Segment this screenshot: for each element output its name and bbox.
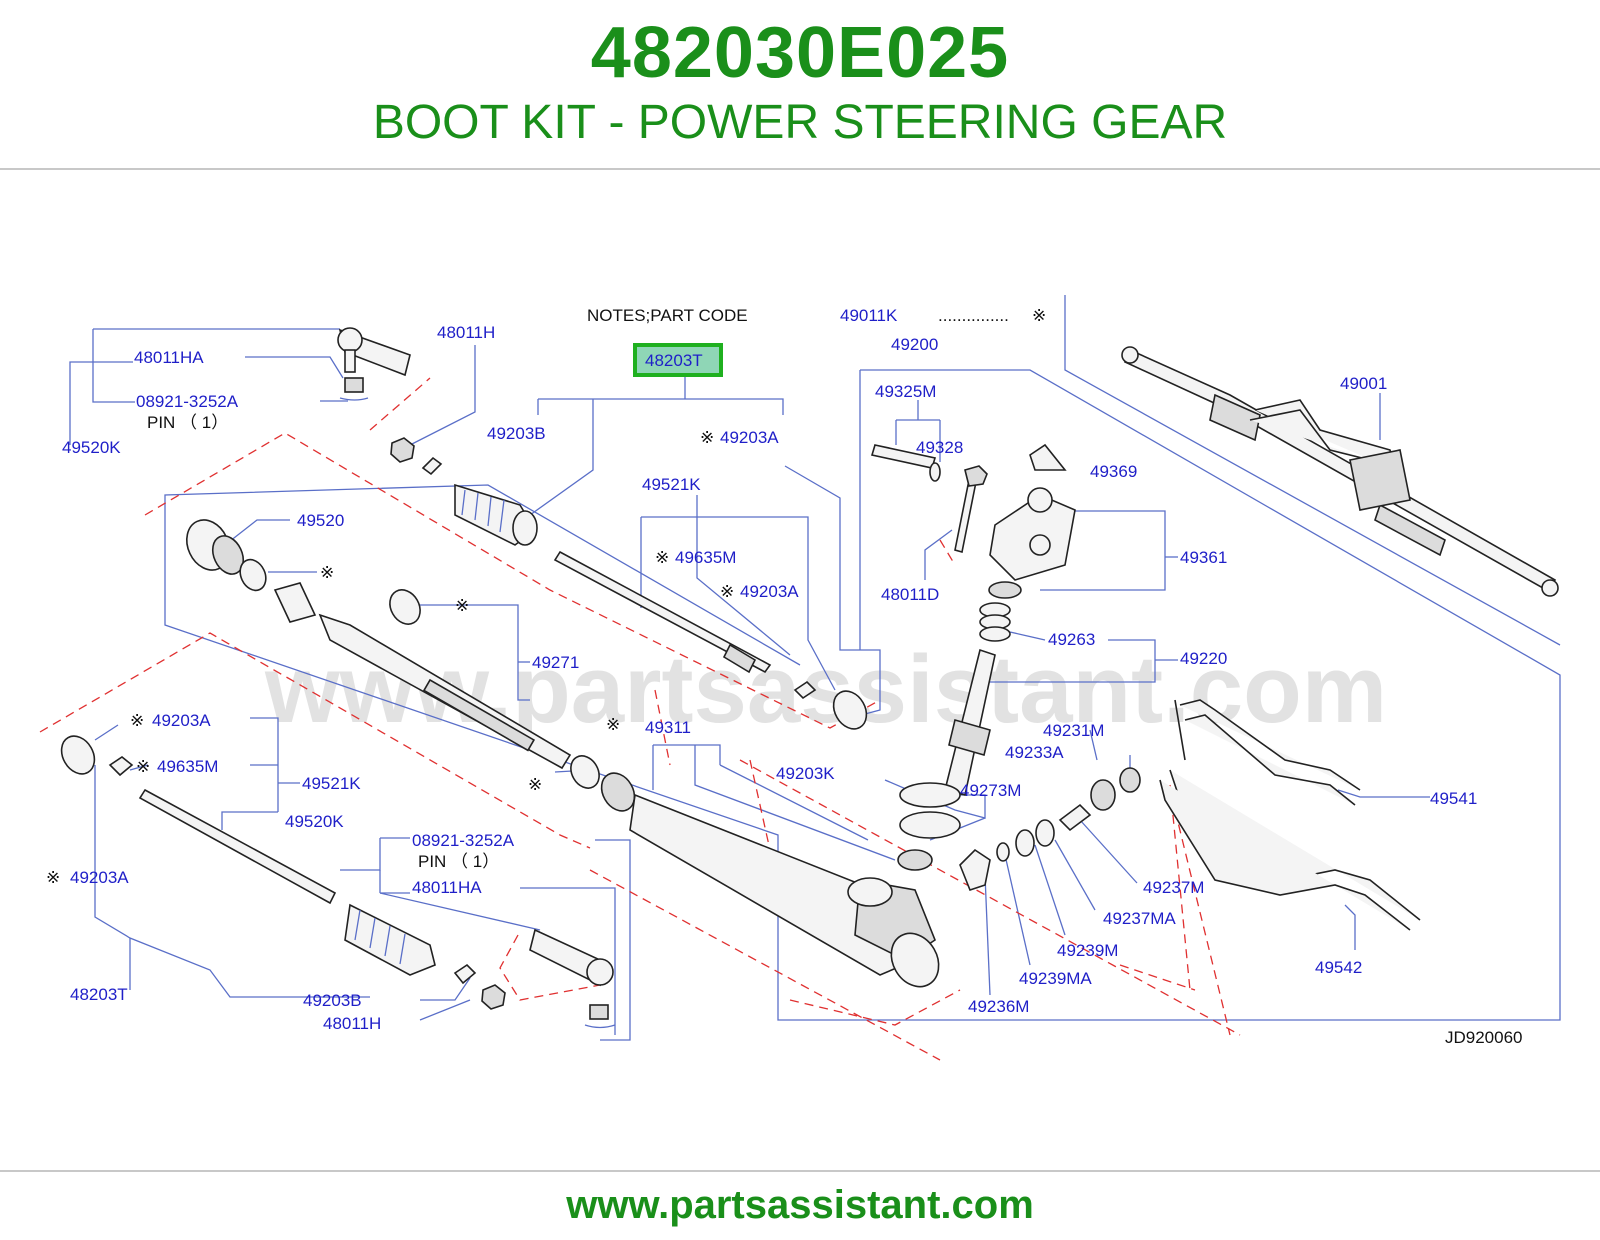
part-title: BOOT KIT - POWER STEERING GEAR — [372, 96, 1228, 149]
label-49203A[interactable]: 49203A — [152, 711, 211, 730]
label-49203A[interactable]: 49203A — [70, 868, 129, 887]
label-48011H[interactable]: 48011H — [323, 1014, 381, 1033]
label-49541[interactable]: 49541 — [1430, 789, 1477, 808]
page-header: 482030E025 BOOT KIT - POWER STEERING GEA… — [0, 0, 1600, 168]
label-49203A[interactable]: 49203A — [740, 582, 799, 601]
part-drawings — [60, 327, 1559, 1029]
label-48011H[interactable]: 48011H — [437, 323, 495, 342]
label-49239M[interactable]: 49239M — [1057, 941, 1118, 960]
label-49361[interactable]: 49361 — [1180, 548, 1227, 567]
label-49203B[interactable]: 49203B — [303, 991, 362, 1010]
label-49521K[interactable]: 49521K — [302, 774, 361, 793]
label-49520[interactable]: 49520 — [297, 511, 344, 530]
label-49542[interactable]: 49542 — [1315, 958, 1362, 977]
label-49237MA[interactable]: 49237MA — [1103, 909, 1176, 928]
label-49231M[interactable]: 49231M — [1043, 721, 1104, 740]
label-49237M[interactable]: 49237M — [1143, 878, 1204, 897]
label-49635M[interactable]: 49635M — [675, 548, 736, 567]
label-49521K[interactable]: 49521K — [642, 475, 701, 494]
label-08921-3252A[interactable]: 08921-3252A — [136, 392, 239, 411]
label-49273M[interactable]: 49273M — [960, 781, 1021, 800]
pin-note: PIN （ 1） — [147, 413, 228, 432]
label-49001[interactable]: 49001 — [1340, 374, 1387, 393]
part-labels: NOTES;PART CODE 49011K ............... ※… — [46, 306, 1523, 1047]
ref-mark: ※ — [136, 757, 150, 776]
label-49311[interactable]: 49311 — [645, 718, 691, 737]
label-48203T-highlight[interactable]: 48203T — [645, 351, 703, 370]
label-49328[interactable]: 49328 — [916, 438, 963, 457]
notes-code: 49011K — [840, 306, 898, 325]
label-49203K[interactable]: 49203K — [776, 764, 835, 783]
ref-mark: ※ — [46, 868, 60, 887]
label-49369[interactable]: 49369 — [1090, 462, 1137, 481]
label-49263[interactable]: 49263 — [1048, 630, 1095, 649]
label-49520K[interactable]: 49520K — [62, 438, 121, 457]
notes-dots: ............... — [938, 306, 1009, 325]
ref-mark: ※ — [320, 563, 334, 582]
header-divider — [0, 168, 1600, 170]
notes-mark: ※ — [1032, 306, 1046, 325]
label-49203A[interactable]: 49203A — [720, 428, 779, 447]
label-49520K[interactable]: 49520K — [285, 812, 344, 831]
label-49220[interactable]: 49220 — [1180, 649, 1227, 668]
ref-mark: ※ — [720, 582, 734, 601]
ref-mark: ※ — [655, 548, 669, 567]
label-49239MA[interactable]: 49239MA — [1019, 969, 1092, 988]
label-49203B[interactable]: 49203B — [487, 424, 546, 443]
label-49233A[interactable]: 49233A — [1005, 743, 1064, 762]
figure-code: JD920060 — [1445, 1028, 1523, 1047]
leader-lines — [69, 295, 1561, 1041]
pin-note: PIN （ 1） — [418, 852, 499, 871]
label-48011D[interactable]: 48011D — [881, 585, 939, 604]
label-48011HA[interactable]: 48011HA — [412, 878, 482, 897]
label-49200[interactable]: 49200 — [891, 335, 938, 354]
label-48203T[interactable]: 48203T — [70, 985, 128, 1004]
label-49635M[interactable]: 49635M — [157, 757, 218, 776]
ref-mark: ※ — [528, 775, 542, 794]
highlight-box[interactable] — [633, 343, 723, 377]
label-49325M[interactable]: 49325M — [875, 382, 936, 401]
footer-divider — [0, 1170, 1600, 1172]
label-48011HA[interactable]: 48011HA — [134, 348, 204, 367]
footer-url[interactable]: www.partsassistant.com — [566, 1183, 1034, 1227]
ref-mark: ※ — [130, 711, 144, 730]
label-49271[interactable]: 49271 — [532, 653, 579, 672]
label-49236M[interactable]: 49236M — [968, 997, 1029, 1016]
highlighted-part[interactable]: 48203T — [633, 343, 723, 377]
ref-mark: ※ — [455, 596, 469, 615]
ref-mark: ※ — [606, 715, 620, 734]
part-number: 482030E025 — [590, 13, 1010, 93]
ref-mark: ※ — [700, 428, 714, 447]
notes-text: NOTES;PART CODE — [587, 306, 748, 325]
label-08921-3252A[interactable]: 08921-3252A — [412, 831, 515, 850]
